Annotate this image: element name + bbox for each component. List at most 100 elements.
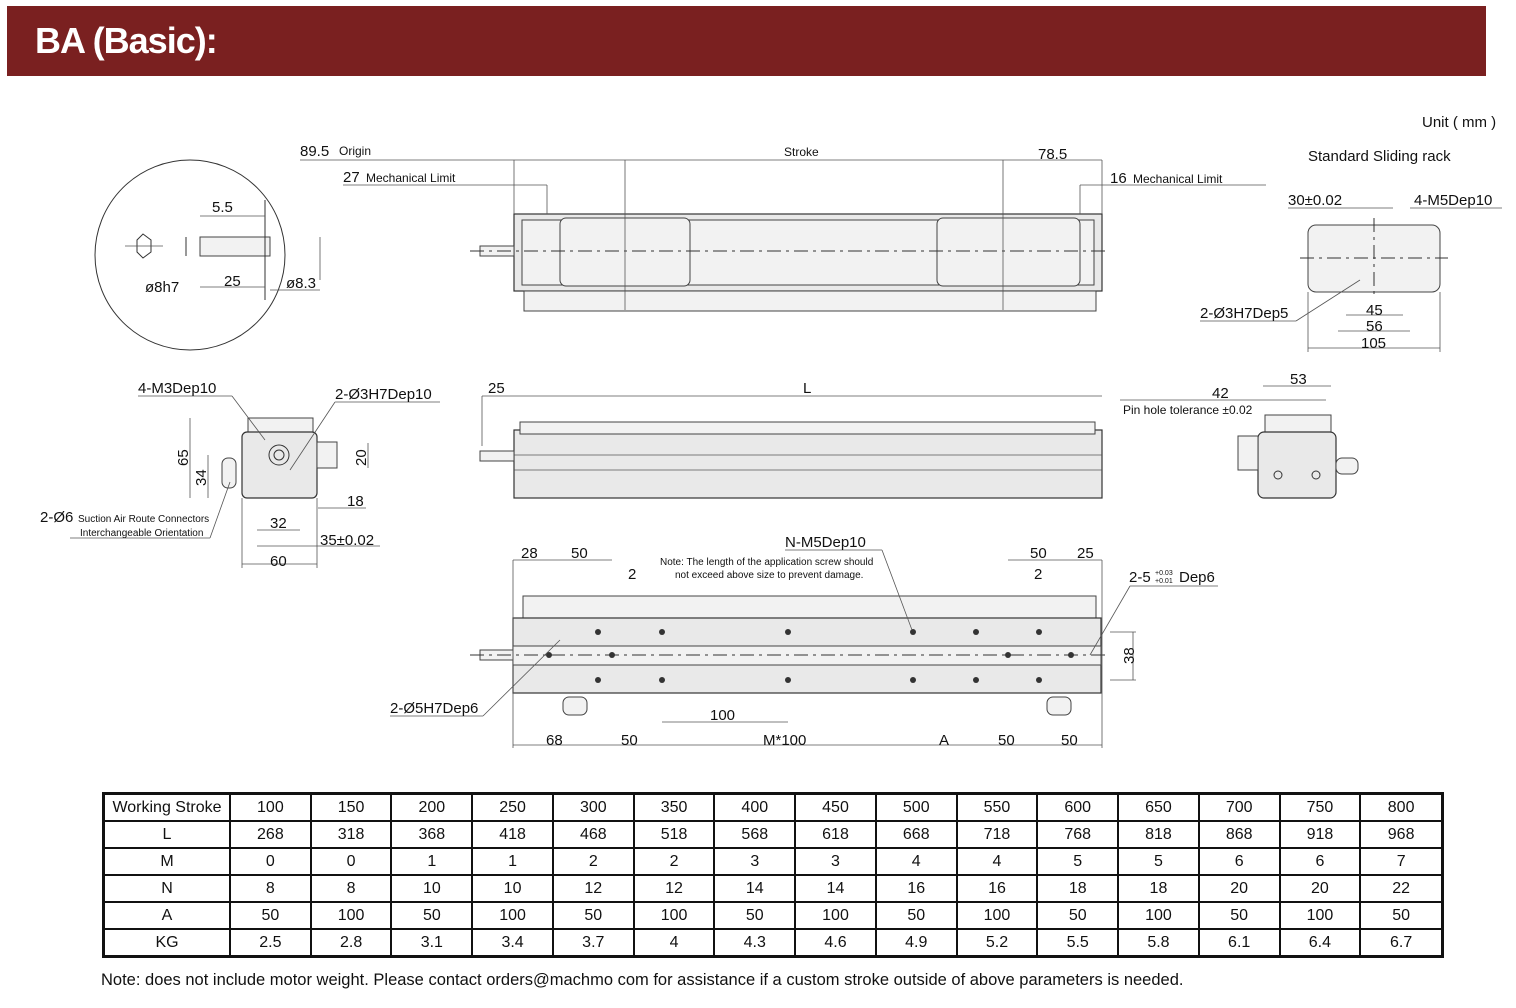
holes-n-m5-label: N-M5Dep10 xyxy=(785,534,866,551)
mech-limit-right-label: Mechanical Limit xyxy=(1133,172,1223,186)
table-cell: 100 xyxy=(471,901,554,930)
table-cell: 100 xyxy=(309,901,393,930)
dim-origin: 89.5 xyxy=(300,143,329,160)
table-cell: 10 xyxy=(471,874,554,903)
dim-25: 25 xyxy=(224,273,241,290)
table-cell: 918 xyxy=(1278,820,1362,849)
table-cell: 0 xyxy=(309,847,393,876)
mech-limit-left-label: Mechanical Limit xyxy=(366,171,456,185)
table-cell: 600 xyxy=(1036,792,1120,822)
pin5-tol-upper: +0.03 xyxy=(1155,570,1173,577)
screw-note-line2: not exceed above size to prevent damage. xyxy=(675,570,863,581)
table-cell: 1 xyxy=(471,847,554,876)
table-cell: 10 xyxy=(390,874,474,903)
dim-45: 45 xyxy=(1366,302,1383,319)
dim-m100: M*100 xyxy=(763,732,806,749)
table-cell: 100 xyxy=(632,901,716,930)
dim-20: 20 xyxy=(353,449,370,466)
table-cell: 668 xyxy=(874,820,958,849)
table-cell: 368 xyxy=(390,820,474,849)
table-cell: 8 xyxy=(309,874,393,903)
dim-A: A xyxy=(939,732,949,749)
table-cell: 100 xyxy=(955,901,1039,930)
table-cell: 8 xyxy=(229,874,312,903)
table-cell: 200 xyxy=(390,792,474,822)
dim-50-b2: 50 xyxy=(998,732,1015,749)
top-view: 89.5 Origin 27 Mechanical Limit Stroke 7… xyxy=(300,143,1266,312)
footer-note: Note: does not include motor weight. Ple… xyxy=(101,971,1184,989)
row-header: Working Stroke xyxy=(102,792,231,822)
stroke-label: Stroke xyxy=(784,145,819,159)
table-cell: 2.5 xyxy=(229,928,312,958)
table-cell: 20 xyxy=(1197,874,1281,903)
table-cell: 350 xyxy=(632,792,716,822)
dim-2-right: 2 xyxy=(1034,566,1042,583)
holes-m5-label: 4-M5Dep10 xyxy=(1414,192,1492,209)
table-cell: 0 xyxy=(229,847,312,876)
table-cell: 50 xyxy=(713,901,797,930)
table-cell: 50 xyxy=(1197,901,1281,930)
table-cell: 300 xyxy=(551,792,635,822)
table-cell: 4.6 xyxy=(794,928,877,958)
unit-label: Unit ( mm ) xyxy=(1422,114,1496,131)
connector-prefix: 2-Ø6 xyxy=(40,509,73,526)
table-cell: 12 xyxy=(551,874,635,903)
table-cell: 4.3 xyxy=(713,928,797,958)
table-cell: 2.8 xyxy=(309,928,393,958)
table-cell: 4.9 xyxy=(874,928,958,958)
table-cell: 750 xyxy=(1278,792,1362,822)
dim-30: 30±0.02 xyxy=(1288,192,1342,209)
table-cell: 6.1 xyxy=(1197,928,1281,958)
dim-105: 105 xyxy=(1361,335,1386,352)
table-cell: 250 xyxy=(471,792,554,822)
dim-32: 32 xyxy=(270,515,287,532)
pin-left-label: 2-Ø5H7Dep6 xyxy=(390,700,478,717)
dim-18: 18 xyxy=(347,493,364,510)
dim-53: 53 xyxy=(1290,371,1307,388)
table-cell: 14 xyxy=(713,874,797,903)
pin-label: 2-Ø3H7Dep10 xyxy=(335,386,432,403)
table-cell: 800 xyxy=(1359,792,1444,822)
dim-50-right: 50 xyxy=(1030,545,1047,562)
front-view: 4-M3Dep10 2-Ø3H7Dep10 65 34 20 18 32 35±… xyxy=(40,380,440,570)
dim-8-3: ø8.3 xyxy=(286,275,316,292)
table-cell: 3.4 xyxy=(471,928,554,958)
table-cell: 6.7 xyxy=(1359,928,1444,958)
pin5-label: 2-5 xyxy=(1129,569,1151,586)
table-cell: 50 xyxy=(229,901,312,930)
table-cell: 700 xyxy=(1197,792,1281,822)
table-cell: 6 xyxy=(1197,847,1281,876)
table-cell: 568 xyxy=(713,820,797,849)
table-cell: 3.7 xyxy=(551,928,635,958)
table-cell: 7 xyxy=(1359,847,1444,876)
table-cell: 6 xyxy=(1278,847,1362,876)
table-cell: 400 xyxy=(713,792,797,822)
table-cell: 2 xyxy=(632,847,716,876)
header-banner: BA (Basic): xyxy=(7,6,1486,76)
table-cell: 4 xyxy=(874,847,958,876)
dim-65: 65 xyxy=(175,449,192,466)
dim-28: 28 xyxy=(521,545,538,562)
table-cell: 650 xyxy=(1117,792,1200,822)
table-cell: 50 xyxy=(551,901,635,930)
dim-50-b1: 50 xyxy=(621,732,638,749)
row-header: A xyxy=(102,901,231,930)
connector-label: Suction Air Route Connectors xyxy=(78,514,209,525)
table-cell: 5 xyxy=(1036,847,1120,876)
dim-42: 42 xyxy=(1212,385,1229,402)
pin5-tol-lower: +0.01 xyxy=(1155,578,1173,585)
pin5-depth: Dep6 xyxy=(1179,569,1215,586)
dim-50-b3: 50 xyxy=(1061,732,1078,749)
table-cell: 968 xyxy=(1359,820,1444,849)
table-cell: 100 xyxy=(1278,901,1362,930)
table-cell: 50 xyxy=(390,901,474,930)
pin-tolerance-label: Pin hole tolerance ±0.02 xyxy=(1123,403,1253,417)
table-cell: 22 xyxy=(1359,874,1444,903)
dim-60: 60 xyxy=(270,553,287,570)
dim-shaft-dia: ø8h7 xyxy=(145,279,179,296)
